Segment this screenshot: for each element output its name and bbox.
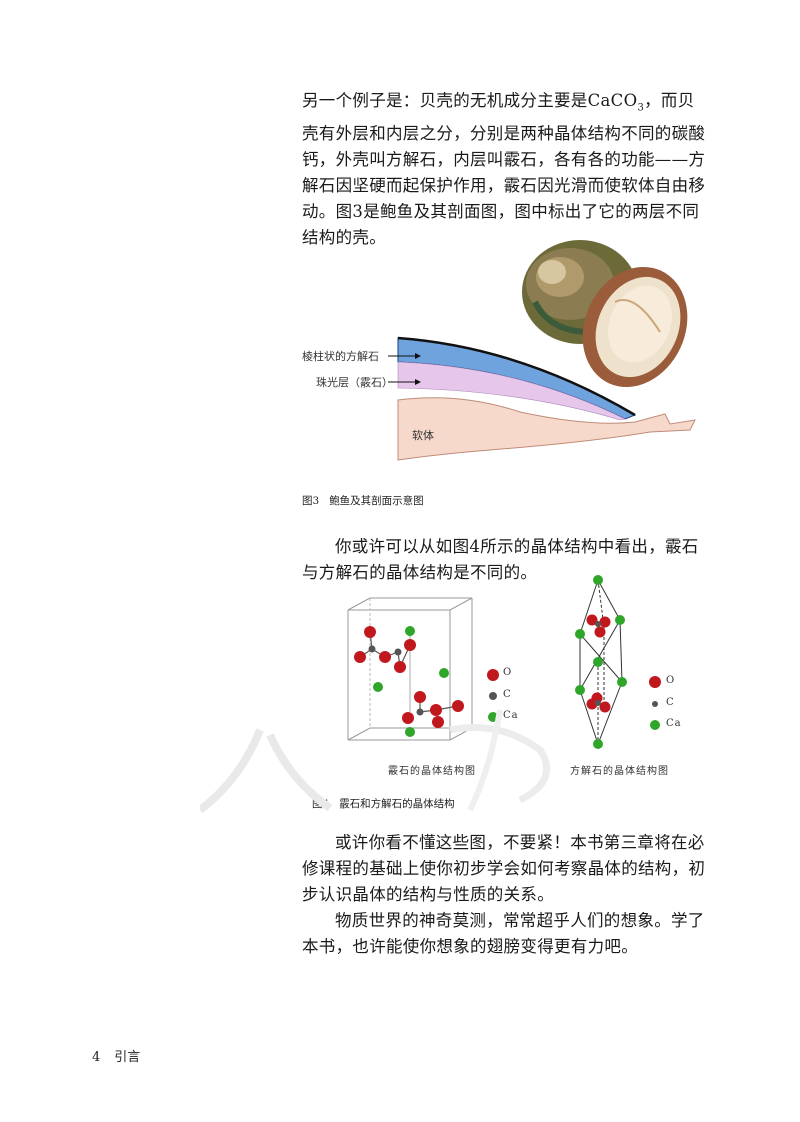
figure3-caption-text: 鲍鱼及其剖面示意图 <box>329 495 424 507</box>
calcite-structure-label: 方解石的晶体结构图 <box>570 766 669 777</box>
paragraph-imagination: 物质世界的神奇莫测，常常超乎人们的想象。学了本书，也许能使你想象的翅膀变得更有力… <box>302 911 705 956</box>
figure3-caption-number: 图3 <box>302 495 320 507</box>
label-nacre: 珠光层（霰石） <box>316 376 393 389</box>
abalone-figure <box>388 240 696 461</box>
legend-calcite-oxygen: O <box>666 675 676 686</box>
nacre-aragonite-layer <box>397 361 626 421</box>
legend-aragonite-oxygen: O <box>503 667 513 678</box>
aragonite-structure-label: 霰石的晶体结构图 <box>388 766 476 777</box>
label-prism-calcite: 棱柱状的方解石 <box>302 350 379 363</box>
paragraph-crystal-structure: 你或许可以从如图4所示的晶体结构中看出，霰石与方解石的晶体结构是不同的。 <box>302 537 699 582</box>
aragonite-structure <box>347 597 473 741</box>
legend-calcite-carbon: C <box>666 697 675 708</box>
page-number: 4 <box>92 1050 101 1065</box>
formula-caco3: CaCO3 <box>587 91 645 114</box>
label-soft-body: 软体 <box>412 429 434 442</box>
section-name: 引言 <box>114 1050 141 1065</box>
legend-aragonite-calcium: Ca <box>503 710 519 721</box>
legend-aragonite-carbon: C <box>503 689 512 700</box>
para1-text-b: ，而贝壳有外层和内层之分，分别是两种晶体结构不同的碳酸钙，外壳叫方解石，内层叫霰… <box>302 91 706 248</box>
figure4-caption-text: 霰石和方解石的晶体结构 <box>339 798 455 810</box>
paragraph-do-not-worry: 或许你看不懂这些图，不要紧！本书第三章将在必修课程的基础上使你初步学会如何考察晶… <box>302 833 706 904</box>
figure4-caption-number: 图4 <box>312 798 330 810</box>
page-footer: 4 引言 <box>92 1046 154 1065</box>
figure4-caption: 图4 霰石和方解石的晶体结构 <box>312 796 455 811</box>
crystal-structures-figure <box>347 575 661 749</box>
soft-body <box>397 397 696 461</box>
formula-subscript: 3 <box>637 102 645 114</box>
figure3-caption: 图3 鲍鱼及其剖面示意图 <box>302 493 424 508</box>
shell-outer-edge <box>397 336 636 417</box>
formula-main: CaCO <box>587 91 638 110</box>
para1-text-a: 另一个例子是：贝壳的无机成分主要是 <box>302 91 588 110</box>
abalone-photo <box>522 240 688 388</box>
legend-calcite-calcium: Ca <box>666 718 682 729</box>
paragraph-shell-example: 另一个例子是：贝壳的无机成分主要是CaCO3，而贝壳有外层和内层之分，分别是两种… <box>302 88 706 251</box>
